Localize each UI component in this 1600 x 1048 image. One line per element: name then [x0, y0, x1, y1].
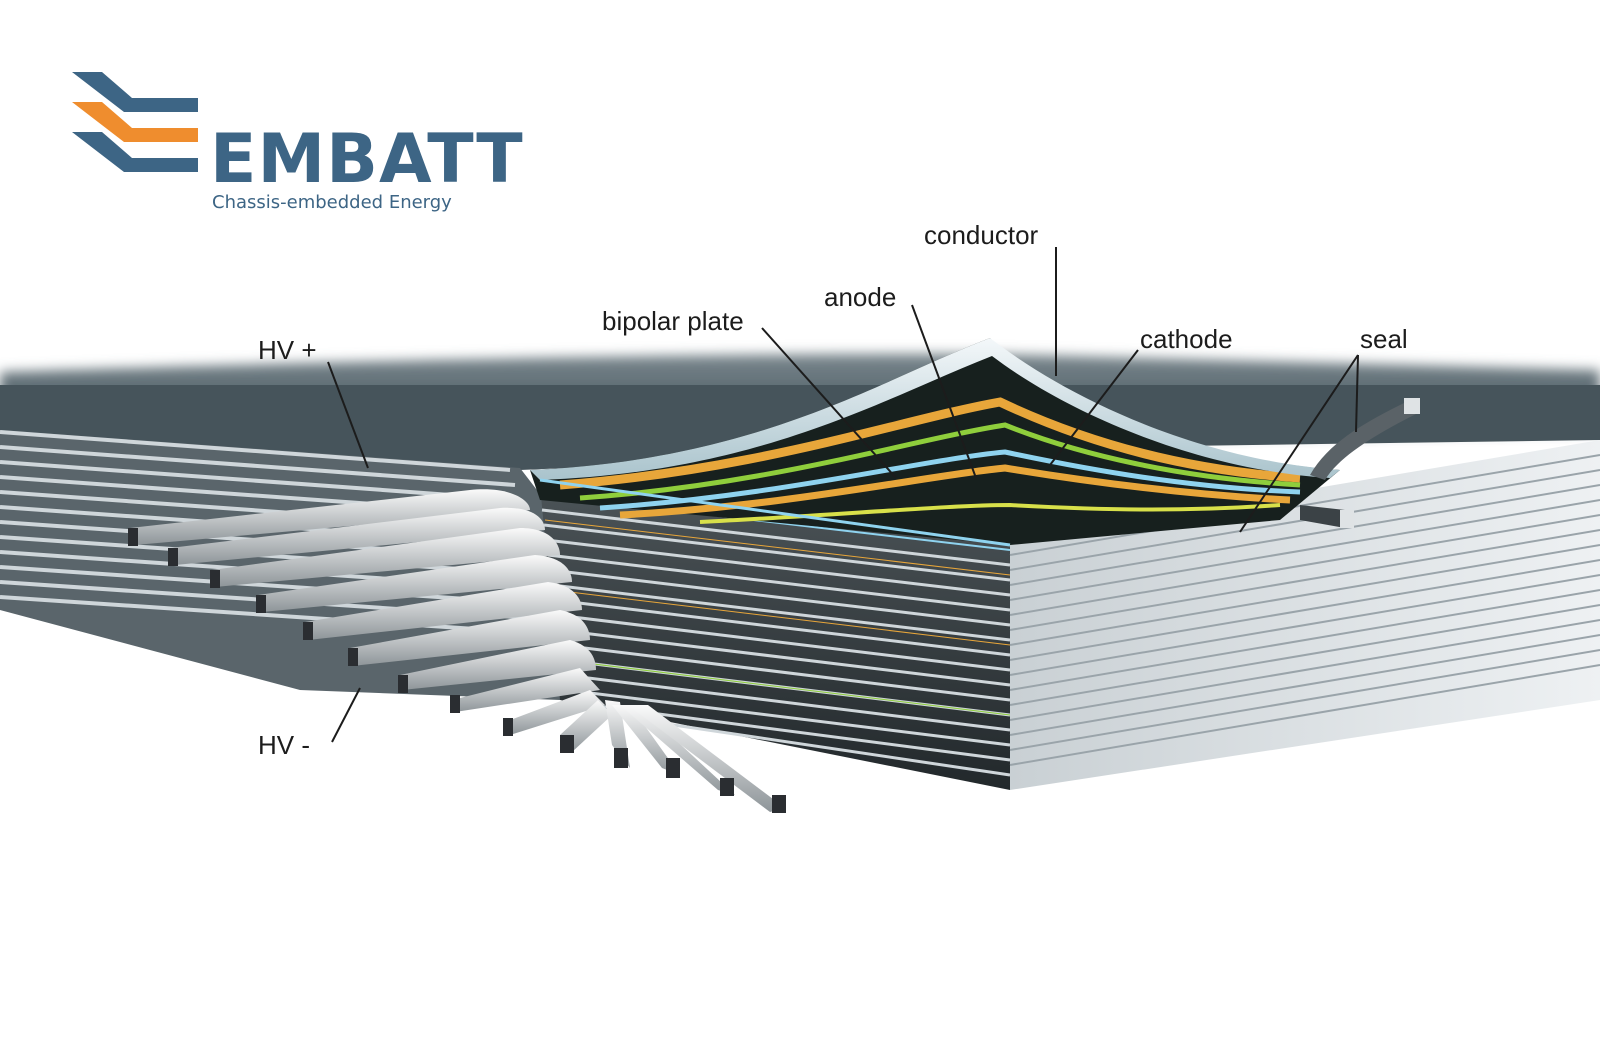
leader-hv-minus: [331, 687, 361, 743]
logo-tagline: Chassis-embedded Energy: [212, 192, 452, 213]
leader-seal-2: [1355, 354, 1359, 433]
leader-anode: [911, 304, 977, 479]
hv-tabs: [128, 489, 786, 813]
peeled-layers: [530, 338, 1340, 547]
leader-cathode: [1049, 349, 1139, 466]
logo-mark: [72, 72, 198, 172]
label-bipolar-plate: bipolar plate: [602, 306, 744, 336]
logo-wordmark: EMBATT: [210, 120, 524, 199]
leader-bipolar-plate: [761, 327, 897, 479]
seal-tabs: [1300, 398, 1420, 528]
label-seal: seal: [1360, 324, 1408, 354]
label-hv-plus: HV +: [258, 335, 317, 365]
leader-seal-1: [1239, 354, 1359, 533]
label-hv-minus: HV -: [258, 730, 310, 760]
leader-hv-plus: [327, 361, 369, 469]
label-cathode: cathode: [1140, 324, 1233, 354]
label-anode: anode: [824, 282, 897, 312]
label-conductor: conductor: [924, 220, 1039, 250]
leader-lines: [327, 247, 1359, 743]
